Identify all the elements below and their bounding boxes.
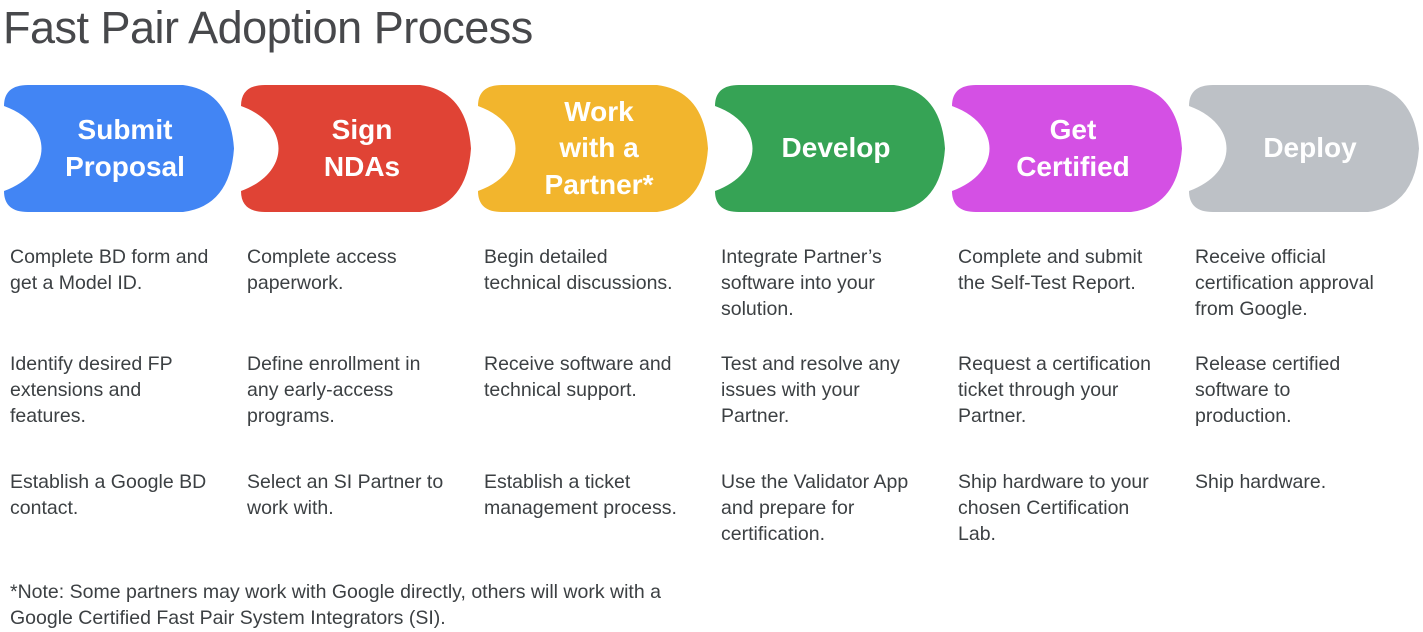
step-text: Establish a Google BD contact. [10, 471, 207, 519]
stage-shape-svg [241, 85, 471, 212]
step-text: Receive official certification approval … [1195, 246, 1374, 320]
flow-chevron-shape [1189, 85, 1419, 212]
step-text: Begin detailed technical discussions. [484, 246, 673, 294]
stage-work-with-partner: Work with a Partner* [474, 85, 708, 212]
step-text: Complete and submit the Self-Test Report… [958, 246, 1143, 294]
flow-chevron-shape [478, 85, 708, 212]
step-text: Test and resolve any issues with your Pa… [721, 353, 900, 427]
process-stages-row: Submit Proposal Sign NDAs Work with a Pa… [0, 85, 1419, 212]
step-text: Request a certification ticket through y… [958, 353, 1151, 427]
step-text: Define enrollment in any early-access pr… [247, 353, 421, 427]
stage-label: Work with a Partner* [544, 95, 654, 200]
step-text: Establish a ticket management process. [484, 471, 677, 519]
stage-deploy: Deploy [1185, 85, 1419, 212]
stage-label: Get Certified [1016, 114, 1130, 182]
page-title: Fast Pair Adoption Process [3, 2, 533, 53]
step-text: Identify desired FP extensions and featu… [10, 353, 173, 427]
stage-label: Submit Proposal [65, 114, 185, 182]
step-text: Select an SI Partner to work with. [247, 471, 444, 519]
step-text: Complete BD form and get a Model ID. [10, 246, 209, 294]
stage-shape-svg [478, 85, 708, 212]
stage-shape-svg [715, 85, 945, 212]
flow-chevron-shape [952, 85, 1182, 212]
stage-label: Develop [781, 132, 891, 164]
step-text: Integrate Partner’s software into your s… [721, 246, 882, 320]
flow-chevron-shape [4, 85, 234, 212]
stage-develop: Develop [711, 85, 945, 212]
step-text: Ship hardware. [1195, 471, 1327, 493]
stage-submit-proposal: Submit Proposal [0, 85, 234, 212]
stage-shape-svg [952, 85, 1182, 212]
stage-shape-svg [1189, 85, 1419, 212]
step-text: Use the Validator App and prepare for ce… [721, 471, 909, 545]
stage-shape-svg [4, 85, 234, 212]
step-text: Complete access paperwork. [247, 246, 397, 294]
stage-label: Sign NDAs [323, 114, 401, 182]
step-text: Release certified software to production… [1195, 353, 1341, 427]
footnote: *Note: Some partners may work with Googl… [10, 581, 661, 629]
stage-get-certified: Get Certified [948, 85, 1182, 212]
stage-steps-grid: Complete BD form and get a Model ID. Com… [0, 245, 1419, 548]
flow-chevron-shape [715, 85, 945, 212]
step-text: Ship hardware to your chosen Certificati… [958, 471, 1149, 545]
flow-chevron-shape [241, 85, 471, 212]
stage-label: Deploy [1263, 132, 1357, 164]
stage-sign-ndas: Sign NDAs [237, 85, 471, 212]
step-text: Receive software and technical support. [484, 353, 672, 401]
